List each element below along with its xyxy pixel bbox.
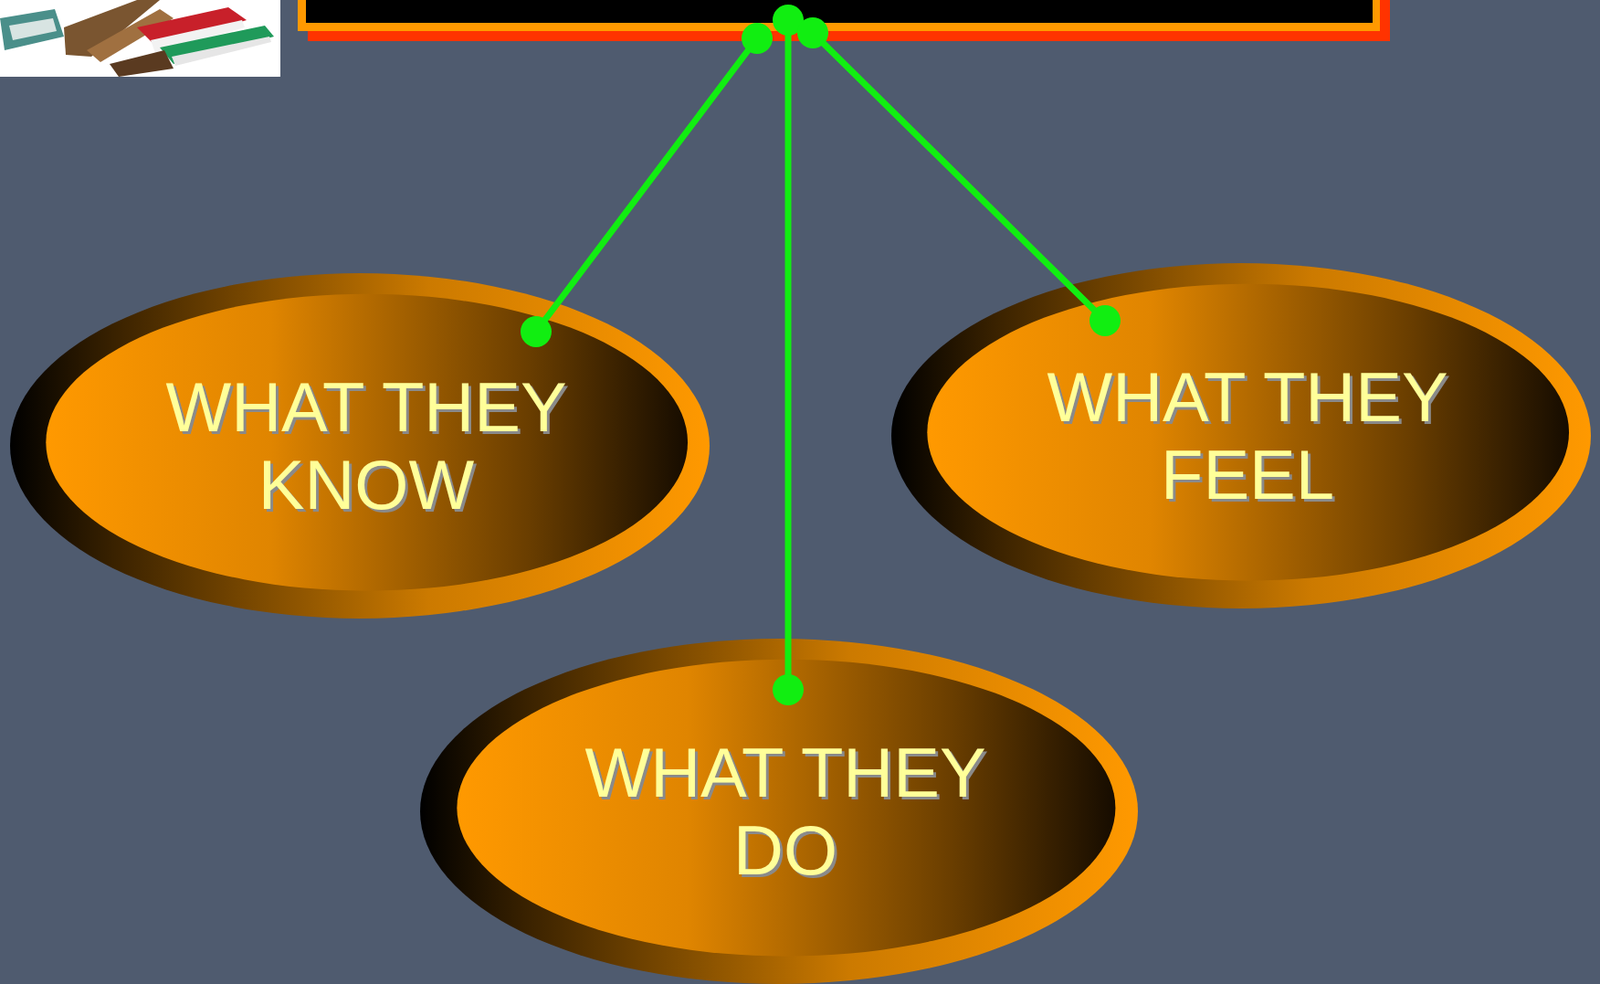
joint-dot	[520, 315, 552, 348]
books-illustration	[0, 0, 281, 77]
joint-dot	[797, 17, 829, 49]
ellipse-rim	[10, 273, 710, 619]
joint-dot	[1089, 305, 1121, 337]
branch-line	[785, 18, 792, 690]
node-label: WHAT THEY FEEL	[1010, 357, 1485, 514]
ellipse-face	[45, 294, 688, 591]
node-label: WHAT THEY DO	[547, 733, 1023, 889]
ellipse-node: WHAT THEY KNOW	[9, 272, 711, 620]
ellipse-face	[926, 284, 1569, 581]
title-box	[297, 0, 1390, 42]
ellipse-node: WHAT THEY FEEL	[890, 262, 1592, 610]
joint-dot	[741, 22, 773, 54]
branch-line	[536, 38, 758, 332]
ellipse-node: WHAT THEY DO	[419, 637, 1139, 984]
joint-dot	[772, 673, 804, 706]
branch-line	[812, 32, 1106, 321]
ellipse-face	[456, 659, 1116, 957]
joint-dot	[772, 4, 804, 36]
ellipse-rim	[420, 638, 1138, 984]
ellipse-rim	[891, 263, 1591, 609]
node-label: WHAT THEY KNOW	[128, 368, 604, 524]
